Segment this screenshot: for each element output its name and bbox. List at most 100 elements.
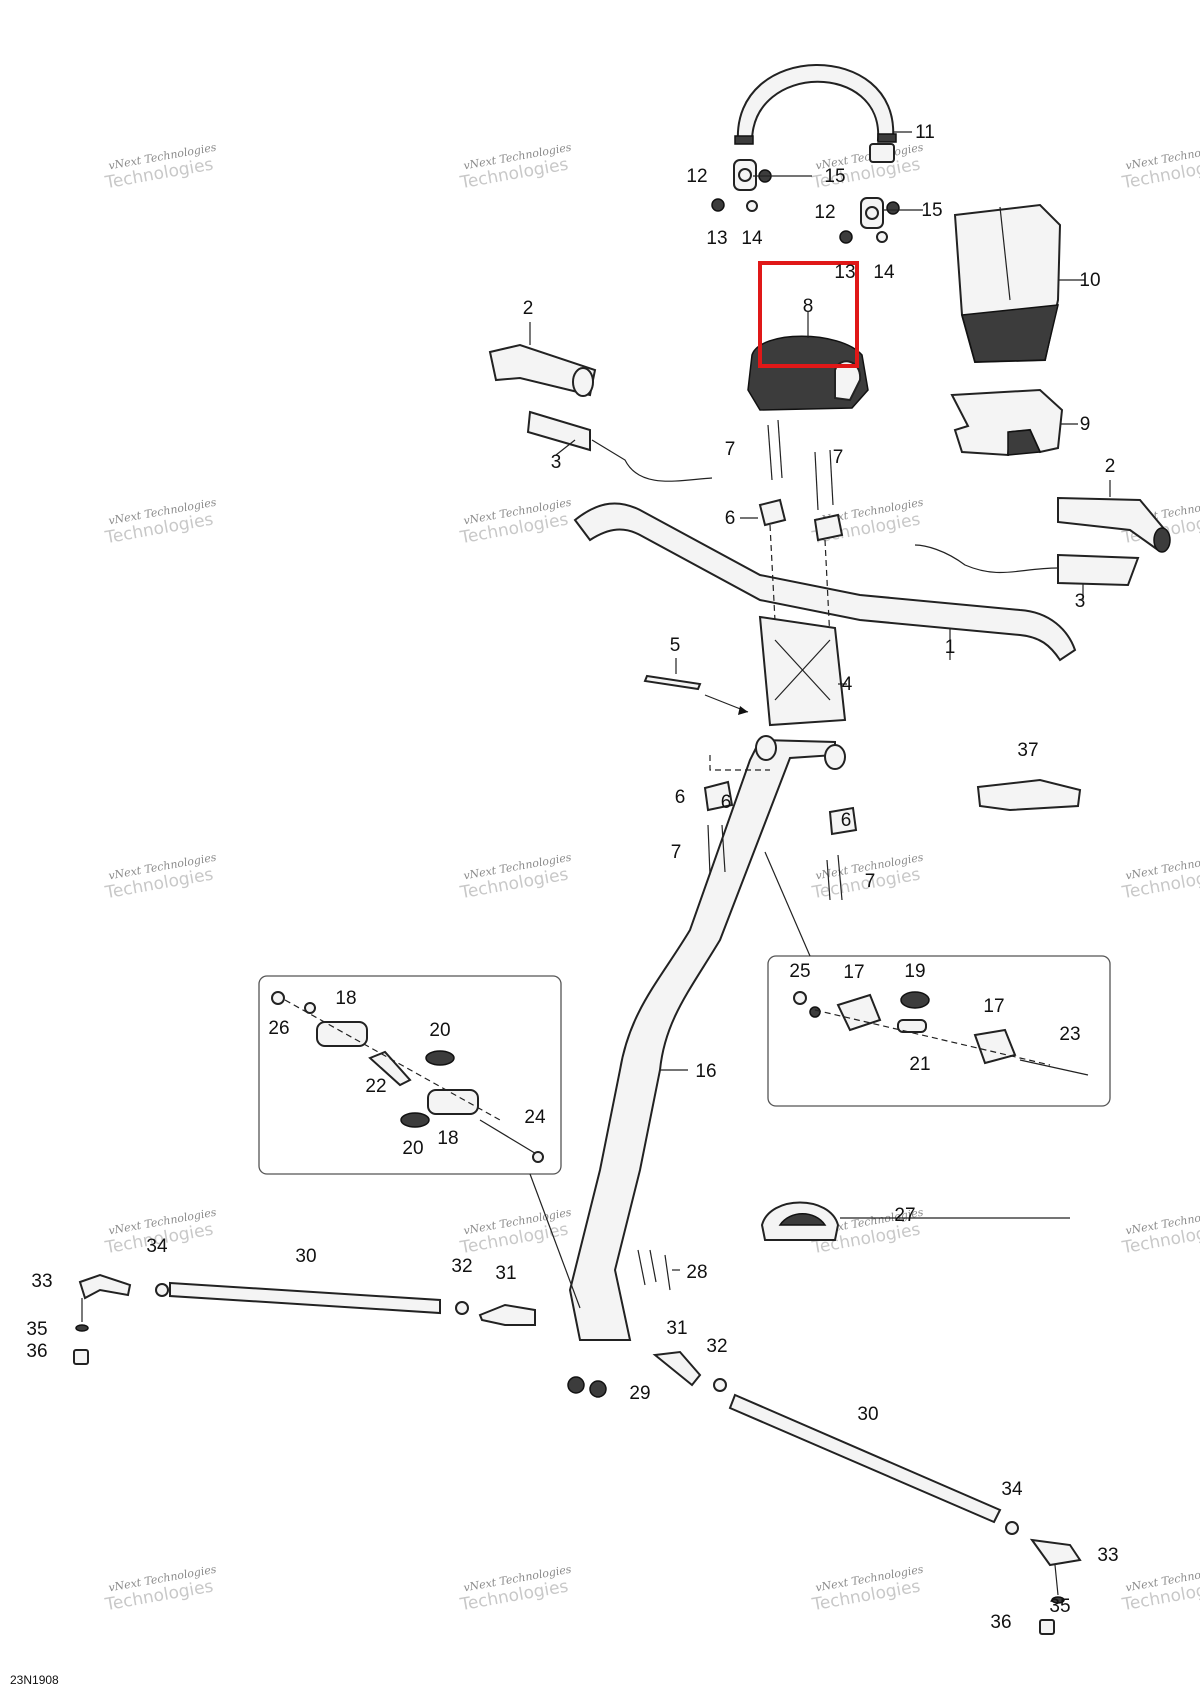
callout-33: 33	[1097, 1545, 1118, 1566]
callout-7: 7	[833, 447, 844, 468]
callout-18: 18	[335, 988, 356, 1009]
callout-35: 35	[1049, 1596, 1070, 1617]
callout-6: 6	[725, 508, 736, 529]
callout-6: 6	[841, 810, 852, 831]
part-2-grip-right[interactable]	[1057, 496, 1171, 553]
part-3-throttle-right[interactable]	[914, 544, 1140, 587]
callout-2: 2	[523, 298, 534, 319]
callout-1: 1	[945, 637, 956, 658]
callout-32: 32	[706, 1336, 727, 1357]
inset-right	[767, 955, 1111, 1107]
parts-6-7-lower-clamps[interactable]	[703, 755, 858, 901]
callout-36: 36	[990, 1612, 1011, 1633]
part-2-grip-left[interactable]	[488, 343, 597, 397]
callout-34: 34	[1001, 1479, 1023, 1500]
callout-5: 5	[670, 635, 681, 656]
callout-33: 33	[31, 1271, 52, 1292]
drawing-code: 23N1908	[10, 1673, 59, 1687]
callout-15: 15	[921, 200, 942, 221]
callout-7: 7	[671, 842, 682, 863]
inset-right-parts[interactable]	[793, 991, 1089, 1076]
callout-29: 29	[629, 1383, 650, 1404]
part-12-clamp-right[interactable]	[839, 197, 900, 244]
callout-18: 18	[437, 1128, 458, 1149]
callout-35: 35	[26, 1319, 47, 1340]
callout-14: 14	[873, 262, 895, 283]
callout-16: 16	[695, 1061, 716, 1082]
part-28-bolts[interactable]	[637, 1249, 671, 1291]
callout-19: 19	[904, 961, 925, 982]
callout-28: 28	[686, 1262, 707, 1283]
callout-30: 30	[857, 1404, 878, 1425]
callout-12: 12	[686, 166, 707, 187]
callout-31: 31	[495, 1263, 516, 1284]
callout-11: 11	[915, 122, 935, 143]
callout-4: 4	[842, 674, 853, 695]
parts-6-7-upper-clamps[interactable]	[758, 419, 844, 641]
tie-rod-right-assembly[interactable]	[652, 1350, 1082, 1635]
callout-8: 8	[803, 296, 814, 317]
callout-30: 30	[295, 1246, 316, 1267]
part-8-highlight-box	[758, 261, 859, 368]
callout-32: 32	[451, 1256, 472, 1277]
callout-34: 34	[146, 1236, 168, 1257]
callout-31: 31	[666, 1318, 687, 1339]
callout-13: 13	[834, 262, 855, 283]
callout-3: 3	[551, 452, 562, 473]
tie-rod-left-assembly[interactable]	[73, 1273, 536, 1365]
part-10-pad-cover[interactable]	[953, 203, 1062, 364]
callout-36: 36	[26, 1341, 47, 1362]
part-12-clamp-left[interactable]	[711, 159, 772, 212]
callout-26: 26	[268, 1018, 289, 1039]
part-27-boot[interactable]	[760, 1201, 840, 1241]
part-37-plate[interactable]	[976, 778, 1082, 812]
callout-17: 17	[983, 996, 1004, 1017]
callout-3: 3	[1075, 591, 1086, 612]
callout-6: 6	[675, 787, 686, 808]
part-16-steering-column[interactable]	[568, 735, 846, 1341]
part-11-loop-handle[interactable]	[734, 64, 897, 163]
callout-12: 12	[814, 202, 835, 223]
callout-7: 7	[725, 439, 736, 460]
callout-24: 24	[524, 1107, 546, 1128]
callout-37: 37	[1017, 740, 1038, 761]
callout-13: 13	[706, 228, 727, 249]
callout-9: 9	[1080, 414, 1091, 435]
part-5-pin[interactable]	[643, 674, 749, 715]
inset-left-parts[interactable]	[271, 991, 544, 1163]
part-9-block[interactable]	[950, 388, 1064, 457]
callout-17: 17	[843, 962, 864, 983]
callout-21: 21	[909, 1054, 930, 1075]
callout-27: 27	[894, 1205, 915, 1226]
callout-10: 10	[1079, 270, 1100, 291]
callout-20: 20	[429, 1020, 450, 1041]
callout-25: 25	[789, 961, 810, 982]
callout-15: 15	[824, 166, 845, 187]
part-4-riser[interactable]	[758, 615, 847, 727]
leader-inset-right	[764, 851, 811, 957]
callout-14: 14	[741, 228, 763, 249]
callout-7: 7	[865, 871, 876, 892]
part-29-nuts[interactable]	[567, 1376, 607, 1398]
callout-6: 6	[721, 792, 732, 813]
callout-22: 22	[365, 1076, 386, 1097]
callout-leaders	[529, 131, 1111, 1271]
callout-20: 20	[402, 1138, 423, 1159]
part-8-riser-cap[interactable]	[747, 335, 869, 411]
part-1-handlebar[interactable]	[573, 502, 1077, 662]
leader-inset-left	[529, 1173, 581, 1309]
